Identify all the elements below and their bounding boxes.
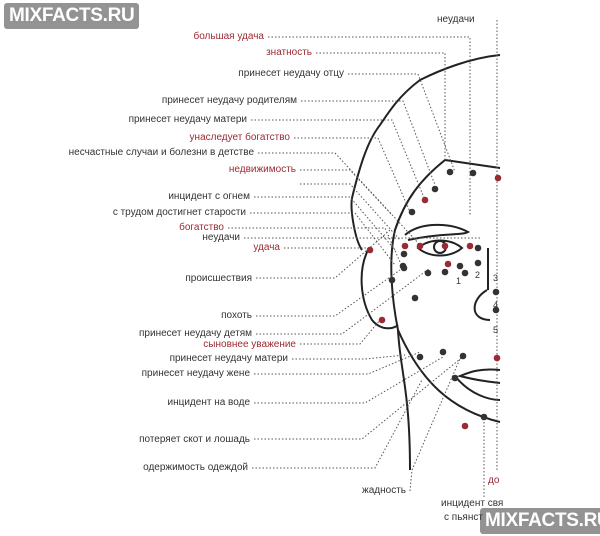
label-drunkenness: с пьянст: [444, 512, 483, 523]
point-number-5: 5: [493, 325, 499, 335]
point-number-1: 1: [456, 276, 462, 286]
label-greed: жадность: [362, 485, 406, 496]
label-lust: похоть: [221, 310, 252, 321]
label-water-incident: инцидент на воде: [167, 397, 251, 408]
label-incidents: происшествия: [185, 273, 252, 284]
label-clothes-obsession: одержимость одеждой: [143, 462, 248, 473]
label-cropped-red: до: [488, 475, 500, 486]
label-bad-luck-wife: принесет неудачу жене: [141, 368, 250, 379]
label-bad-luck-children: принесет неудачу детям: [139, 328, 252, 339]
label-luck: удача: [253, 242, 280, 253]
label-lose-livestock: потеряет скот и лошадь: [139, 434, 250, 445]
label-bad-luck: неудачи: [202, 232, 240, 243]
label-nobility: знатность: [266, 47, 312, 58]
label-childhood-accidents: несчастные случаи и болезни в детстве: [68, 147, 254, 158]
watermark-top: MIXFACTS.RU: [4, 3, 140, 29]
label-fire-incident: инцидент с огнем: [168, 191, 250, 202]
label-inherit-wealth: унаследует богатство: [189, 132, 290, 143]
label-great-luck: большая удача: [193, 31, 264, 42]
leader-lines: [228, 20, 498, 497]
label-bad-luck-top: неудачи: [437, 14, 475, 25]
point-number-3: 3: [493, 273, 499, 283]
label-hard-old-age: с трудом достигнет старости: [112, 207, 246, 218]
label-bad-luck-father: принесет неудачу отцу: [238, 68, 344, 79]
label-real-estate: недвижимость: [228, 164, 296, 175]
point-number-2: 2: [475, 270, 481, 280]
watermark-bottom: MIXFACTS.RU: [480, 508, 600, 534]
face-points: [366, 168, 502, 430]
label-bad-luck-mother-2: принесет неудачу матери: [169, 353, 288, 364]
point-number-4: 4: [493, 300, 499, 310]
label-filial-respect: сыновнее уважение: [203, 339, 296, 350]
label-bad-luck-mother: принесет неудачу матери: [128, 114, 247, 125]
label-bad-luck-parents: принесет неудачу родителям: [161, 95, 297, 106]
label-wealth: богатство: [179, 222, 224, 233]
label-incident-related: инцидент свя: [441, 498, 504, 509]
